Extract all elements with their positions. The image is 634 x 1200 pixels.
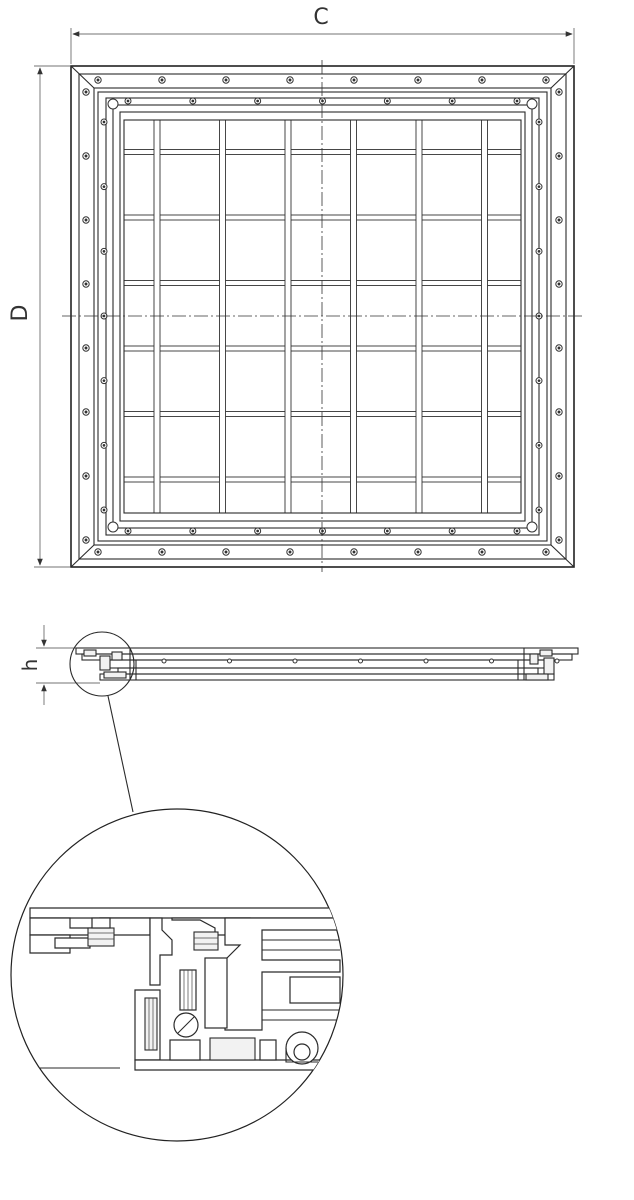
bolt-icon xyxy=(82,216,90,224)
bolt-icon xyxy=(222,76,230,84)
bolt-icon xyxy=(82,408,90,416)
dimension-label-c: C xyxy=(313,5,328,30)
grid-horizontal-bar xyxy=(123,476,522,483)
grid-vertical-bar xyxy=(219,119,226,514)
bolt-icon xyxy=(94,548,102,556)
bolt-icon xyxy=(535,183,543,191)
grid-vertical-bar xyxy=(350,119,357,514)
grid-vertical-bar xyxy=(284,119,292,514)
bolt-icon xyxy=(158,548,166,556)
plan-view: C D xyxy=(8,5,582,572)
side-bolt-icon xyxy=(161,658,167,664)
bolt-icon xyxy=(555,344,563,352)
height-dimension: h xyxy=(18,625,100,705)
bolt-icon xyxy=(82,152,90,160)
bolt-icon xyxy=(555,152,563,160)
bolt-icon xyxy=(254,527,262,535)
bolt-icon xyxy=(82,280,90,288)
bolt-icon xyxy=(414,548,422,556)
side-bolt-icon xyxy=(423,658,429,664)
bolt-icon xyxy=(94,76,102,84)
grid-horizontal-bar xyxy=(123,411,522,417)
bolt-icon xyxy=(555,280,563,288)
side-bolts xyxy=(161,658,560,664)
depth-dimension: D xyxy=(8,65,70,568)
bolt-icon xyxy=(542,76,550,84)
bolt-icon xyxy=(535,118,543,126)
grid-horizontal-bar xyxy=(123,280,522,286)
side-bolt-icon xyxy=(554,658,560,664)
grid-horizontal-bar xyxy=(123,214,522,221)
bolt-icon xyxy=(478,548,486,556)
bolt-icon xyxy=(555,216,563,224)
side-bolt-icon xyxy=(489,658,494,664)
bolt-icon xyxy=(555,536,563,544)
corner-fittings xyxy=(107,98,538,533)
bolt-icon xyxy=(222,548,230,556)
width-dimension: C xyxy=(70,5,575,64)
bolt-icon xyxy=(535,441,543,449)
bolt-icon xyxy=(82,536,90,544)
bolt-pattern xyxy=(82,76,563,556)
bolt-icon xyxy=(100,247,108,255)
grid-vertical-bar xyxy=(415,119,423,514)
grating-grid xyxy=(123,119,522,514)
grid-border xyxy=(123,119,522,514)
bolt-icon xyxy=(535,247,543,255)
bolt-icon xyxy=(448,527,456,535)
bolt-icon xyxy=(513,97,521,105)
bolt-icon xyxy=(542,548,550,556)
bolt-icon xyxy=(189,97,197,105)
bolt-icon xyxy=(100,377,108,385)
outer-frame xyxy=(70,65,575,568)
bolt-icon xyxy=(319,97,326,105)
bolt-icon xyxy=(535,506,543,514)
bolt-icon xyxy=(478,76,486,84)
bolt-icon xyxy=(448,97,456,105)
bolt-icon xyxy=(350,548,358,556)
bolt-icon xyxy=(124,97,132,105)
side-bolt-icon xyxy=(358,658,363,664)
bolt-icon xyxy=(100,506,108,514)
bolt-icon xyxy=(414,76,422,84)
bolt-icon xyxy=(254,97,262,105)
bolt-icon xyxy=(555,408,563,416)
dimension-label-h: h xyxy=(18,659,42,672)
bolt-icon xyxy=(124,527,132,535)
dimension-label-d: D xyxy=(8,305,33,322)
bolt-icon xyxy=(82,472,90,480)
bolt-icon xyxy=(350,76,358,84)
bolt-icon xyxy=(535,377,543,385)
bolt-icon xyxy=(513,527,521,535)
bolt-icon xyxy=(100,183,108,191)
detail-view xyxy=(10,808,344,1142)
grid-horizontal-bar xyxy=(123,149,522,155)
center-lines xyxy=(62,60,582,572)
bolt-icon xyxy=(158,76,166,84)
bolt-icon xyxy=(319,527,326,535)
grid-vertical-bar xyxy=(153,119,161,514)
bolt-icon xyxy=(286,76,294,84)
side-bolt-icon xyxy=(227,658,232,664)
grid-horizontal-bar xyxy=(123,345,522,352)
bolt-icon xyxy=(82,88,90,96)
side-bolt-icon xyxy=(292,658,298,664)
bolt-icon xyxy=(555,472,563,480)
grid-vertical-bar xyxy=(481,119,488,514)
bolt-icon xyxy=(82,344,90,352)
side-section-view: h xyxy=(18,625,579,813)
bolt-icon xyxy=(189,527,197,535)
bolt-icon xyxy=(383,527,391,535)
bolt-icon xyxy=(100,441,108,449)
bolt-icon xyxy=(383,97,391,105)
bolt-icon xyxy=(555,88,563,96)
bolt-icon xyxy=(286,548,294,556)
bolt-icon xyxy=(100,118,108,126)
